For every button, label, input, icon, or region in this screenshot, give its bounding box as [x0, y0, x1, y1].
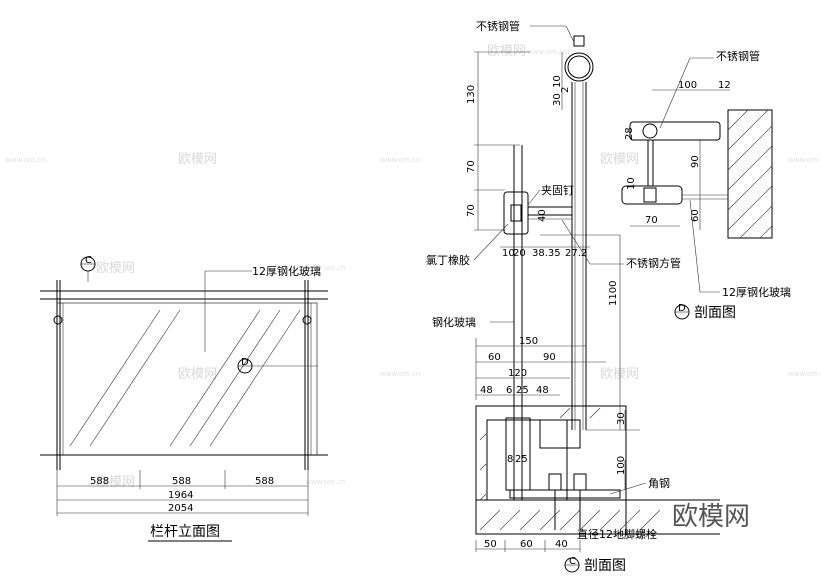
watermark-text: 欧模网	[178, 367, 217, 382]
dim-head: 30	[552, 93, 563, 106]
dim-clamp: 20	[513, 248, 526, 259]
dim-head: 10	[552, 75, 563, 88]
dim-clamp: 10	[502, 248, 515, 259]
dim-row2: 90	[543, 352, 556, 363]
watermark-url: www.om.cn	[305, 264, 345, 272]
dim-clamp: 27.2	[565, 248, 587, 259]
detail-mark-letter: D	[241, 357, 249, 368]
section-mark-letter: C	[569, 556, 576, 567]
dim-span: 588	[90, 476, 109, 487]
label-top-rail: 不锈钢管	[476, 19, 520, 33]
dim-bottom: 40	[555, 539, 568, 550]
dim-span: 588	[255, 476, 274, 487]
watermark-text: 欧模网	[96, 261, 135, 276]
dim-d: 10	[626, 177, 637, 190]
section-d-title: 剖面图	[694, 305, 736, 321]
section-mark-letter: D	[678, 303, 686, 314]
dim-row4: 48	[536, 385, 549, 396]
watermark-text: 欧模网	[178, 152, 217, 167]
elevation-title: 栏杆立面图	[150, 524, 220, 540]
elevation-view: 12厚钢化玻璃 C D 588 588 588 1964 2054 栏杆立面图	[40, 255, 328, 542]
pipe-section	[642, 123, 658, 139]
dim-row2: 60	[488, 352, 501, 363]
watermark-url: www.om.cn	[380, 370, 420, 378]
dim-d: 100	[678, 80, 697, 91]
dim-d: 12	[718, 80, 731, 91]
clamp-fitting	[53, 315, 63, 325]
label-clamp-screw: 夹固钉	[541, 184, 574, 197]
dim-d: 90	[690, 155, 701, 168]
label-glass: 12厚钢化玻璃	[722, 285, 791, 299]
dim-row1: 150	[519, 336, 538, 347]
dim-clamp: 38.35	[532, 248, 561, 259]
glass-label: 12厚钢化玻璃	[252, 264, 321, 278]
watermarks: 欧模网 www.om.cn 欧模网 www.om.cn 欧模网 www.om.c…	[5, 44, 821, 532]
section-c-title: 剖面图	[584, 558, 626, 574]
dim-d: 60	[690, 209, 701, 222]
dim-vertical: 70	[466, 204, 477, 217]
watermark-url: www.om.cn	[788, 370, 821, 378]
section-mark-letter: C	[85, 255, 92, 266]
dim-mid: 1964	[168, 490, 193, 501]
angle-steel	[509, 489, 621, 499]
dim-small: 25	[515, 454, 528, 465]
anchor-bolt	[548, 473, 562, 491]
watermark-url: www.om.cn	[305, 478, 345, 486]
concrete-hatch	[479, 407, 661, 531]
dim-clamp: 40	[537, 209, 548, 222]
wall	[727, 109, 773, 239]
dim-vertical: 130	[466, 85, 477, 104]
label-glass: 钢化玻璃	[432, 315, 476, 329]
dim-bottom: 60	[520, 539, 533, 550]
dim-vertical: 70	[466, 160, 477, 173]
label-rubber: 氯丁橡胶	[426, 253, 470, 267]
watermark-url: www.om.cn	[5, 156, 45, 164]
dim-d: 28	[624, 127, 635, 140]
dim-vertical: 100	[616, 456, 627, 475]
glass-clamp	[503, 191, 529, 235]
watermark-text: 欧模网	[600, 152, 639, 167]
top-rail-pipe	[564, 52, 594, 82]
pipe-bracket	[629, 121, 721, 141]
label-bolt: 直径12地脚螺栓	[577, 527, 657, 541]
label-pipe: 不锈钢管	[716, 49, 760, 63]
dim-d: 70	[645, 215, 658, 226]
watermark-text: 欧模网	[487, 44, 526, 59]
dim-small: 8	[507, 454, 513, 465]
dim-span: 588	[172, 476, 191, 487]
label-square-tube: 不锈钢方管	[626, 256, 681, 270]
watermark-text: 欧模网	[600, 367, 639, 382]
dim-row4: 25	[516, 385, 529, 396]
floor-slab	[475, 405, 627, 535]
anchor-bolt	[573, 473, 587, 491]
dim-vertical: 30	[616, 412, 627, 425]
dim-row4: 48	[480, 385, 493, 396]
dim-row4: 6	[506, 385, 512, 396]
dim-bottom: 50	[484, 539, 497, 550]
clamp-fitting	[302, 315, 312, 325]
watermark-url: www.om.cn	[788, 156, 821, 164]
dim-row3: 120	[508, 368, 527, 379]
dim-total: 2054	[168, 503, 193, 514]
wall-hatch	[727, 109, 773, 239]
section-d-view: 100 12 28 90 60 70 10 不锈钢管 12厚钢化玻璃 D 剖面图	[621, 49, 791, 321]
watermark-logo: 欧模网	[672, 502, 750, 532]
dim-vertical: 1100	[608, 281, 619, 306]
dim-head: 2	[560, 87, 571, 93]
watermark-url: www.om.cn	[380, 156, 420, 164]
watermark-url: www.om.cn	[527, 48, 567, 56]
label-angle: 角钢	[648, 477, 670, 490]
section-c-view: 130 70 70 30 10 2 1100 30 100 10 20 38.3…	[426, 19, 720, 574]
